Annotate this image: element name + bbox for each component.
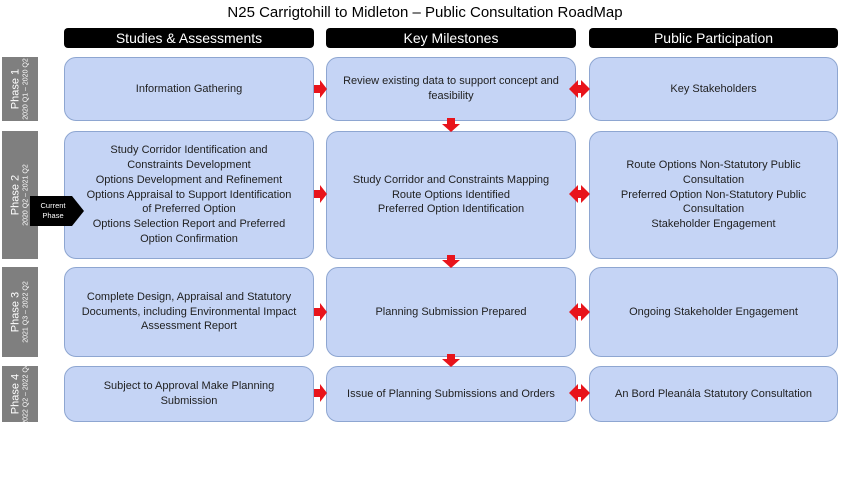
right-arrow-icon xyxy=(314,303,327,321)
phase-4-label: Phase 4 2022 Q2 – 2022 Q4 xyxy=(2,363,38,425)
phase-1-label: Phase 1 2020 Q1 – 2020 Q2 xyxy=(2,57,38,121)
text-line: Study Corridor Identification and xyxy=(110,144,268,157)
down-arrow-icon xyxy=(442,255,460,268)
participation-box-phase-3: Ongoing Stakeholder Engagement xyxy=(589,267,838,357)
participation-box-phase-2: Route Options Non-Statutory Public Consu… xyxy=(589,131,838,259)
text-line: Preferred Option Non-Statutory Public xyxy=(620,188,807,201)
current-phase-line2: Phase xyxy=(42,210,64,220)
studies-box-phase-4: Subject to Approval Make Planning Submis… xyxy=(64,366,314,422)
right-arrow-icon xyxy=(314,384,327,402)
double-arrow-icon xyxy=(569,303,590,321)
text-line: Complete Design, Appraisal and Statutory xyxy=(86,290,292,303)
text-line: Documents, including Environmental Impac… xyxy=(81,305,297,318)
text-line: Assessment Report xyxy=(141,320,237,333)
phase-3-label: Phase 3 2021 Q3 – 2022 Q2 xyxy=(2,267,38,357)
studies-box-phase-2: Study Corridor Identification and Constr… xyxy=(64,131,314,259)
header-key-milestones: Key Milestones xyxy=(326,28,576,48)
studies-box-phase-3: Complete Design, Appraisal and Statutory… xyxy=(64,267,314,357)
double-arrow-icon xyxy=(569,80,590,98)
text-line: Subject to Approval Make Planning xyxy=(103,380,275,393)
text-line: Submission xyxy=(160,395,218,407)
text-line: Issue of Planning Submissions and Orders xyxy=(347,387,555,400)
double-arrow-icon xyxy=(569,185,590,203)
text-line: Options Appraisal to Support Identificat… xyxy=(86,188,292,201)
text-line: of Preferred Option xyxy=(142,203,236,216)
page-title: N25 Carrigtohill to Midleton – Public Co… xyxy=(227,4,623,21)
participation-box-phase-1: Key Stakeholders xyxy=(589,57,838,121)
text-line: Consultation xyxy=(682,203,745,216)
text-line: Information Gathering xyxy=(135,82,243,95)
current-phase-marker: Current Phase xyxy=(30,196,84,226)
text-line: Planning Submission Prepared xyxy=(375,305,527,318)
phase-2-label: Phase 2 2020 Q2 – 2021 Q2 xyxy=(2,131,38,259)
text-line: Options Selection Report and Preferred xyxy=(92,218,286,231)
text-line: Review existing data to support concept … xyxy=(343,75,559,88)
text-line: Option Confirmation xyxy=(140,233,238,246)
studies-box-phase-1: Information Gathering xyxy=(64,57,314,121)
current-phase-line1: Current xyxy=(40,201,66,210)
text-line: Key Stakeholders xyxy=(670,82,757,95)
text-line: Consultation xyxy=(682,173,745,186)
text-line: Route Options Non-Statutory Public xyxy=(626,158,801,171)
text-line: Preferred Option Identification xyxy=(377,203,525,216)
milestone-box-phase-4: Issue of Planning Submissions and Orders xyxy=(326,366,576,422)
down-arrow-icon xyxy=(442,354,460,367)
text-line: Study Corridor and Constraints Mapping xyxy=(352,173,550,186)
right-arrow-icon xyxy=(314,185,327,203)
header-public-participation: Public Participation xyxy=(589,28,838,48)
down-arrow-icon xyxy=(442,118,460,132)
double-arrow-icon xyxy=(569,384,590,402)
participation-box-phase-4: An Bord Pleanála Statutory Consultation xyxy=(589,366,838,422)
milestone-box-phase-2: Study Corridor and Constraints Mapping R… xyxy=(326,131,576,259)
text-line: Constraints Development xyxy=(127,158,251,171)
right-arrow-icon xyxy=(314,80,327,98)
text-line: feasibility xyxy=(428,90,474,102)
text-line: Ongoing Stakeholder Engagement xyxy=(629,305,798,318)
text-line: Stakeholder Engagement xyxy=(651,218,776,231)
text-line: Route Options Identified xyxy=(391,188,510,201)
current-phase-arrow-icon xyxy=(30,196,84,226)
text-line: Options Development and Refinement xyxy=(95,173,283,186)
text-line: An Bord Pleanála Statutory Consultation xyxy=(615,387,812,400)
header-studies-assessments: Studies & Assessments xyxy=(64,28,314,48)
